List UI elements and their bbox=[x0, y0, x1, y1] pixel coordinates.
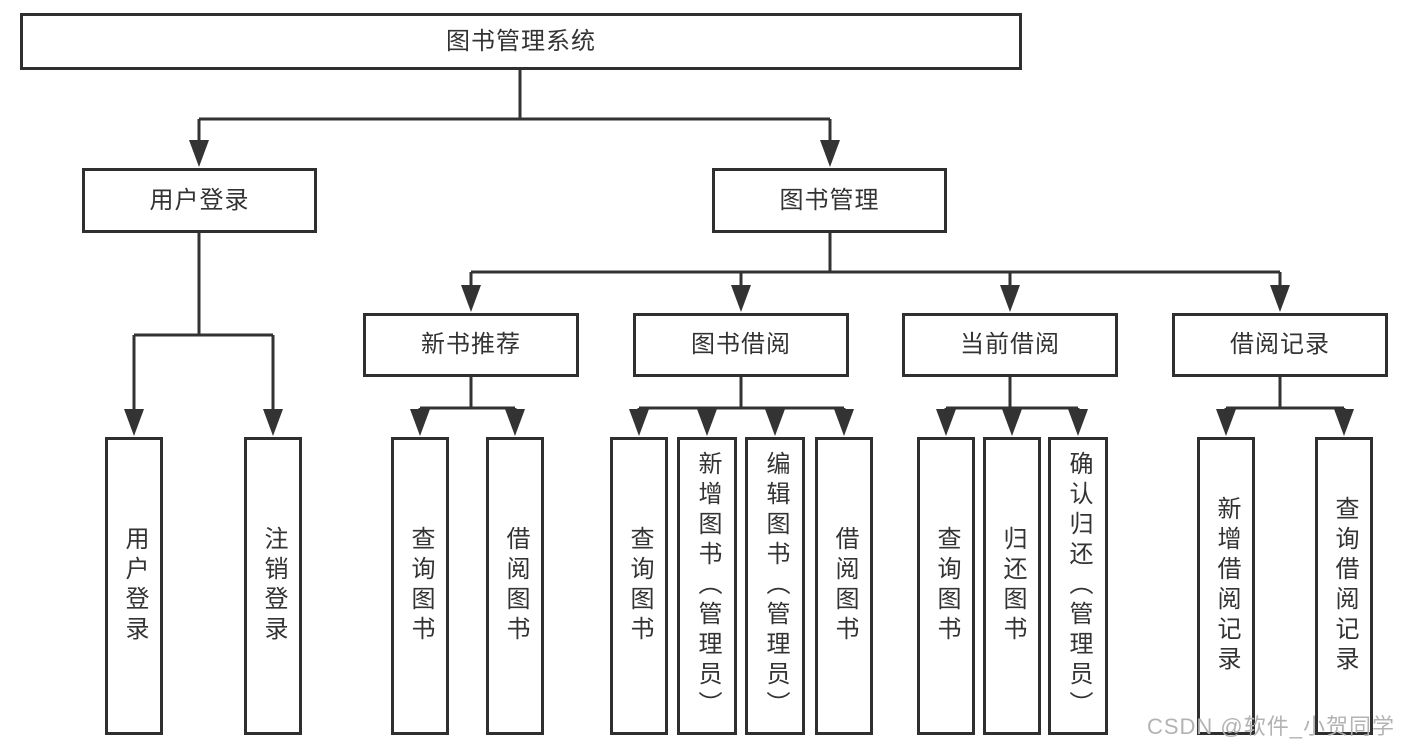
csdn-watermark: CSDN @软件_小贺同学 bbox=[1146, 714, 1395, 739]
leaf-logout-login: 注销登录 bbox=[244, 437, 302, 735]
leaf-user-login: 用户登录 bbox=[105, 437, 163, 735]
leaf-edit-book-admin: 编辑图书（管理员） bbox=[745, 437, 805, 735]
node-book-borrow: 图书借阅 bbox=[633, 313, 849, 377]
node-root-title: 图书管理系统 bbox=[20, 13, 1022, 70]
leaf-borrow-books-recommend: 借阅图书 bbox=[486, 437, 544, 735]
leaf-confirm-return-admin: 确认归还（管理员） bbox=[1048, 437, 1108, 735]
node-current-borrow: 当前借阅 bbox=[902, 313, 1118, 377]
node-book-management: 图书管理 bbox=[712, 168, 947, 233]
leaf-return-books: 归还图书 bbox=[983, 437, 1041, 735]
node-borrow-records: 借阅记录 bbox=[1172, 313, 1388, 377]
leaf-query-books-recommend: 查询图书 bbox=[391, 437, 449, 735]
leaf-query-books-current: 查询图书 bbox=[917, 437, 975, 735]
node-user-login: 用户登录 bbox=[82, 168, 317, 233]
leaf-query-borrow-record: 查询借阅记录 bbox=[1315, 437, 1373, 735]
leaf-query-books-borrow: 查询图书 bbox=[610, 437, 668, 735]
node-new-book-recommend: 新书推荐 bbox=[363, 313, 579, 377]
leaf-borrow-books: 借阅图书 bbox=[815, 437, 873, 735]
leaf-add-book-admin: 新增图书（管理员） bbox=[677, 437, 737, 735]
leaf-add-borrow-record: 新增借阅记录 bbox=[1197, 437, 1255, 735]
